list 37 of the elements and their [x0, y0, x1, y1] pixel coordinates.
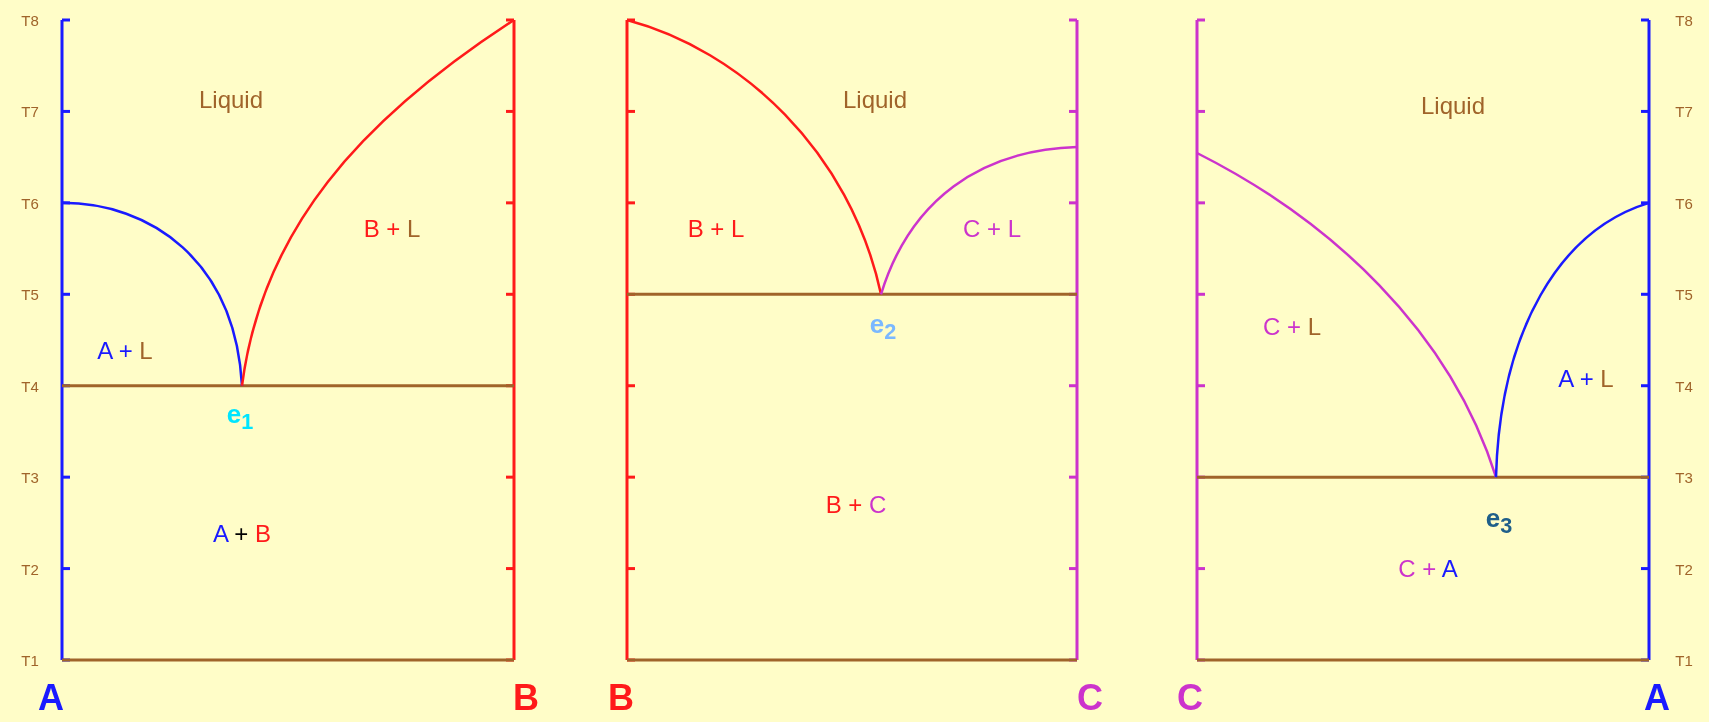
eutectic-point-label: e$_{3}$ — [1485, 505, 1513, 537]
temperature-label: T3 — [1675, 469, 1693, 485]
component-label: A — [38, 680, 64, 716]
phase-label: Liquid — [198, 88, 264, 112]
temperature-label: T3 — [21, 469, 39, 485]
phase-label: C + A — [1398, 557, 1458, 581]
temperature-label: T2 — [1675, 561, 1693, 577]
temperature-label: T6 — [1675, 195, 1693, 211]
phase-label: A + B — [212, 522, 272, 546]
component-label: B — [608, 680, 634, 716]
eutectic-point-label: e$_{1}$ — [226, 401, 254, 433]
temperature-label: T5 — [21, 286, 39, 302]
component-label: C — [1077, 680, 1103, 716]
temperature-label: T8 — [1675, 12, 1693, 28]
phase-label: Liquid — [1420, 94, 1486, 118]
phase-label: B + L — [687, 217, 745, 241]
phase-label: A + L — [1558, 367, 1614, 391]
temperature-label: T1 — [21, 652, 39, 668]
temperature-label: T5 — [1675, 286, 1693, 302]
component-label: C — [1177, 680, 1203, 716]
component-label: B — [513, 680, 539, 716]
temperature-label: T2 — [21, 561, 39, 577]
eutectic-point-label: e$_{2}$ — [869, 311, 897, 343]
phase-label: B + C — [825, 493, 887, 517]
temperature-label: T4 — [1675, 378, 1693, 394]
temperature-label: T7 — [21, 103, 39, 119]
component-label: A — [1644, 680, 1670, 716]
phase-label: C + L — [962, 217, 1022, 241]
temperature-label: T8 — [21, 12, 39, 28]
phase-label: C + L — [1262, 315, 1322, 339]
phase-label: Liquid — [842, 88, 908, 112]
phase-label: A + L — [97, 339, 153, 363]
phase-label: B + L — [363, 217, 421, 241]
temperature-label: T4 — [21, 378, 39, 394]
temperature-label: T1 — [1675, 652, 1693, 668]
temperature-label: T6 — [21, 195, 39, 211]
temperature-label: T7 — [1675, 103, 1693, 119]
